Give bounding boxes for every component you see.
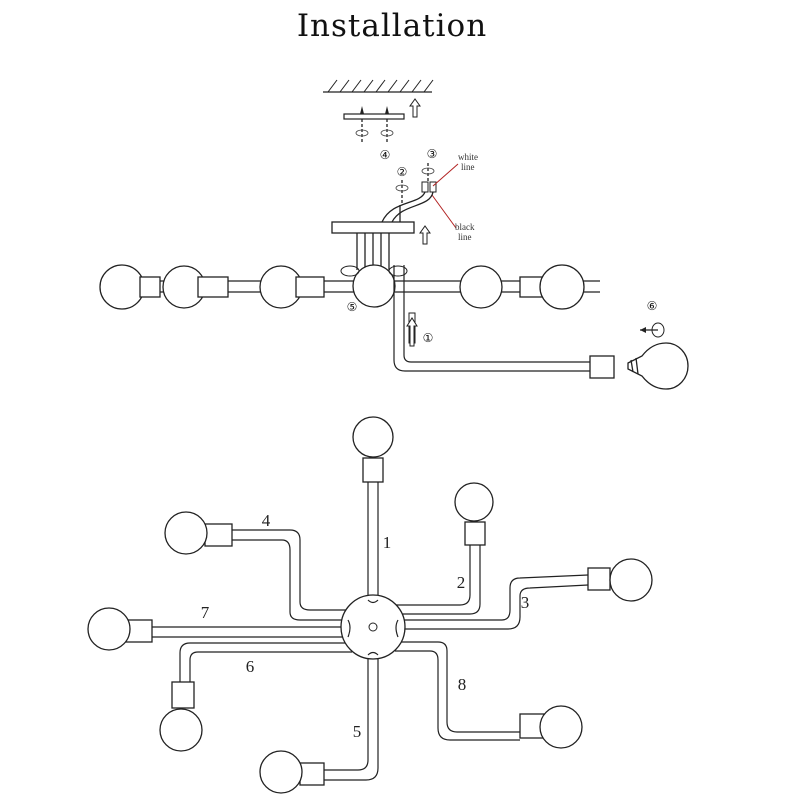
mounting-bracket bbox=[343, 106, 405, 142]
white-line-label: white bbox=[458, 152, 478, 162]
black-line-label: black bbox=[455, 222, 475, 232]
step-1-label: ① bbox=[423, 331, 434, 345]
canopy-plate bbox=[331, 221, 415, 270]
arm-5-label: 5 bbox=[353, 722, 362, 741]
step-2-label: ② bbox=[397, 165, 408, 179]
fixture-top-view bbox=[87, 416, 653, 794]
wire-connectors bbox=[421, 163, 437, 193]
black-line-label-2: line bbox=[458, 232, 472, 242]
up-arrow-icon-2 bbox=[419, 225, 431, 245]
arm-row-top bbox=[99, 264, 600, 310]
screw-2 bbox=[395, 180, 409, 205]
arm-7-label: 7 bbox=[201, 603, 210, 622]
power-wires bbox=[381, 191, 434, 223]
white-line-label-2: line bbox=[461, 162, 475, 172]
page-title: Installation bbox=[297, 8, 487, 44]
drop-arm bbox=[393, 265, 615, 379]
step-4-label: ④ bbox=[380, 148, 391, 162]
rotate-arrow-icon bbox=[640, 322, 665, 338]
step-5-label: ⑤ bbox=[347, 300, 358, 314]
step-6-label: ⑥ bbox=[647, 299, 658, 313]
arm-2-label: 2 bbox=[457, 573, 466, 592]
arm-4-label: 4 bbox=[262, 511, 271, 530]
loose-bulb bbox=[627, 342, 689, 390]
arm-1-label: 1 bbox=[383, 533, 392, 552]
ceiling bbox=[323, 79, 434, 93]
up-arrow-icon bbox=[409, 98, 421, 118]
arm-6-label: 6 bbox=[246, 657, 255, 676]
arm-8-label: 8 bbox=[458, 675, 467, 694]
arm-3-label: 3 bbox=[521, 593, 530, 612]
step-3-label: ③ bbox=[427, 147, 438, 161]
